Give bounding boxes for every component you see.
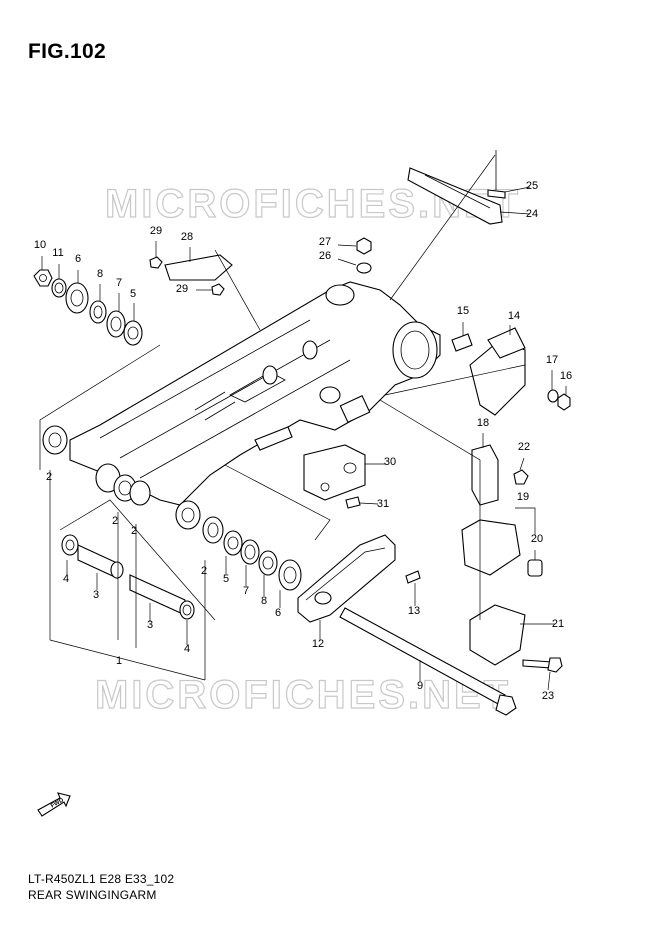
callout-c-4a: 4 — [63, 573, 69, 585]
callout-c-14: 14 — [508, 310, 520, 322]
right-bearing-stack — [202, 516, 302, 591]
figure-title: FIG.102 — [28, 40, 106, 63]
leader-lines — [39, 154, 567, 691]
chain-guide — [254, 426, 366, 509]
callout-c-2d: 2 — [201, 565, 207, 577]
callout-c-22: 22 — [518, 441, 530, 453]
callout-c-7b: 7 — [243, 585, 249, 597]
callout-c-15: 15 — [457, 305, 469, 317]
callout-c-23: 23 — [542, 690, 554, 702]
callout-c-9: 9 — [417, 680, 423, 692]
callout-c-5b: 5 — [223, 573, 229, 585]
callout-c-12: 12 — [312, 638, 324, 650]
rear-axle — [339, 607, 517, 716]
callout-c-18: 18 — [477, 417, 489, 429]
callout-c-24: 24 — [526, 208, 538, 220]
callout-c-26: 26 — [319, 250, 331, 262]
callout-c-3a: 3 — [93, 589, 99, 601]
callout-c-5a: 5 — [130, 288, 136, 300]
chain-slider — [297, 534, 421, 623]
top-mounting-parts — [149, 150, 506, 296]
swingarm-body — [42, 281, 441, 530]
callout-c-2c: 2 — [131, 525, 137, 537]
brake-bracket — [451, 327, 571, 416]
diagram-code: LT-R450ZL1 E28 E33_102 — [28, 872, 175, 886]
callout-c-6a: 6 — [75, 253, 81, 265]
callout-c-29b: 29 — [176, 283, 188, 295]
callout-c-29a: 29 — [150, 225, 162, 237]
caliper-brackets — [461, 444, 563, 673]
callout-c-19: 19 — [517, 491, 529, 503]
callout-c-6b: 6 — [275, 607, 281, 619]
callout-c-10: 10 — [34, 239, 46, 251]
callout-c-16: 16 — [560, 370, 572, 382]
callout-c-3b: 3 — [147, 619, 153, 631]
callout-c-30: 30 — [384, 456, 396, 468]
callout-c-8b: 8 — [261, 595, 267, 607]
callout-c-8a: 8 — [97, 268, 103, 280]
diagram-name: REAR SWINGINGARM — [28, 888, 157, 902]
callout-c-28: 28 — [181, 231, 193, 243]
callout-c-7a: 7 — [116, 277, 122, 289]
callout-c-31: 31 — [377, 498, 389, 510]
callout-c-1: 1 — [116, 655, 122, 667]
callout-c-2a: 2 — [46, 471, 52, 483]
watermark-bottom: MICROFICHES.NET — [95, 673, 511, 717]
callout-c-4b: 4 — [184, 643, 190, 655]
callout-labels: 1222233445566778891011121314151617181920… — [34, 180, 572, 702]
callout-c-11: 11 — [52, 247, 63, 259]
callout-c-27: 27 — [319, 236, 331, 248]
callout-c-17: 17 — [546, 354, 558, 366]
fwd-arrow-icon: FWD — [37, 792, 71, 817]
callout-c-21: 21 — [552, 618, 564, 630]
callout-c-25: 25 — [526, 180, 538, 192]
callout-c-2b: 2 — [112, 515, 118, 527]
left-bearing-stack — [33, 269, 143, 346]
callout-c-13: 13 — [408, 605, 420, 617]
pivot-collars — [61, 534, 195, 620]
callout-c-20: 20 — [531, 533, 543, 545]
